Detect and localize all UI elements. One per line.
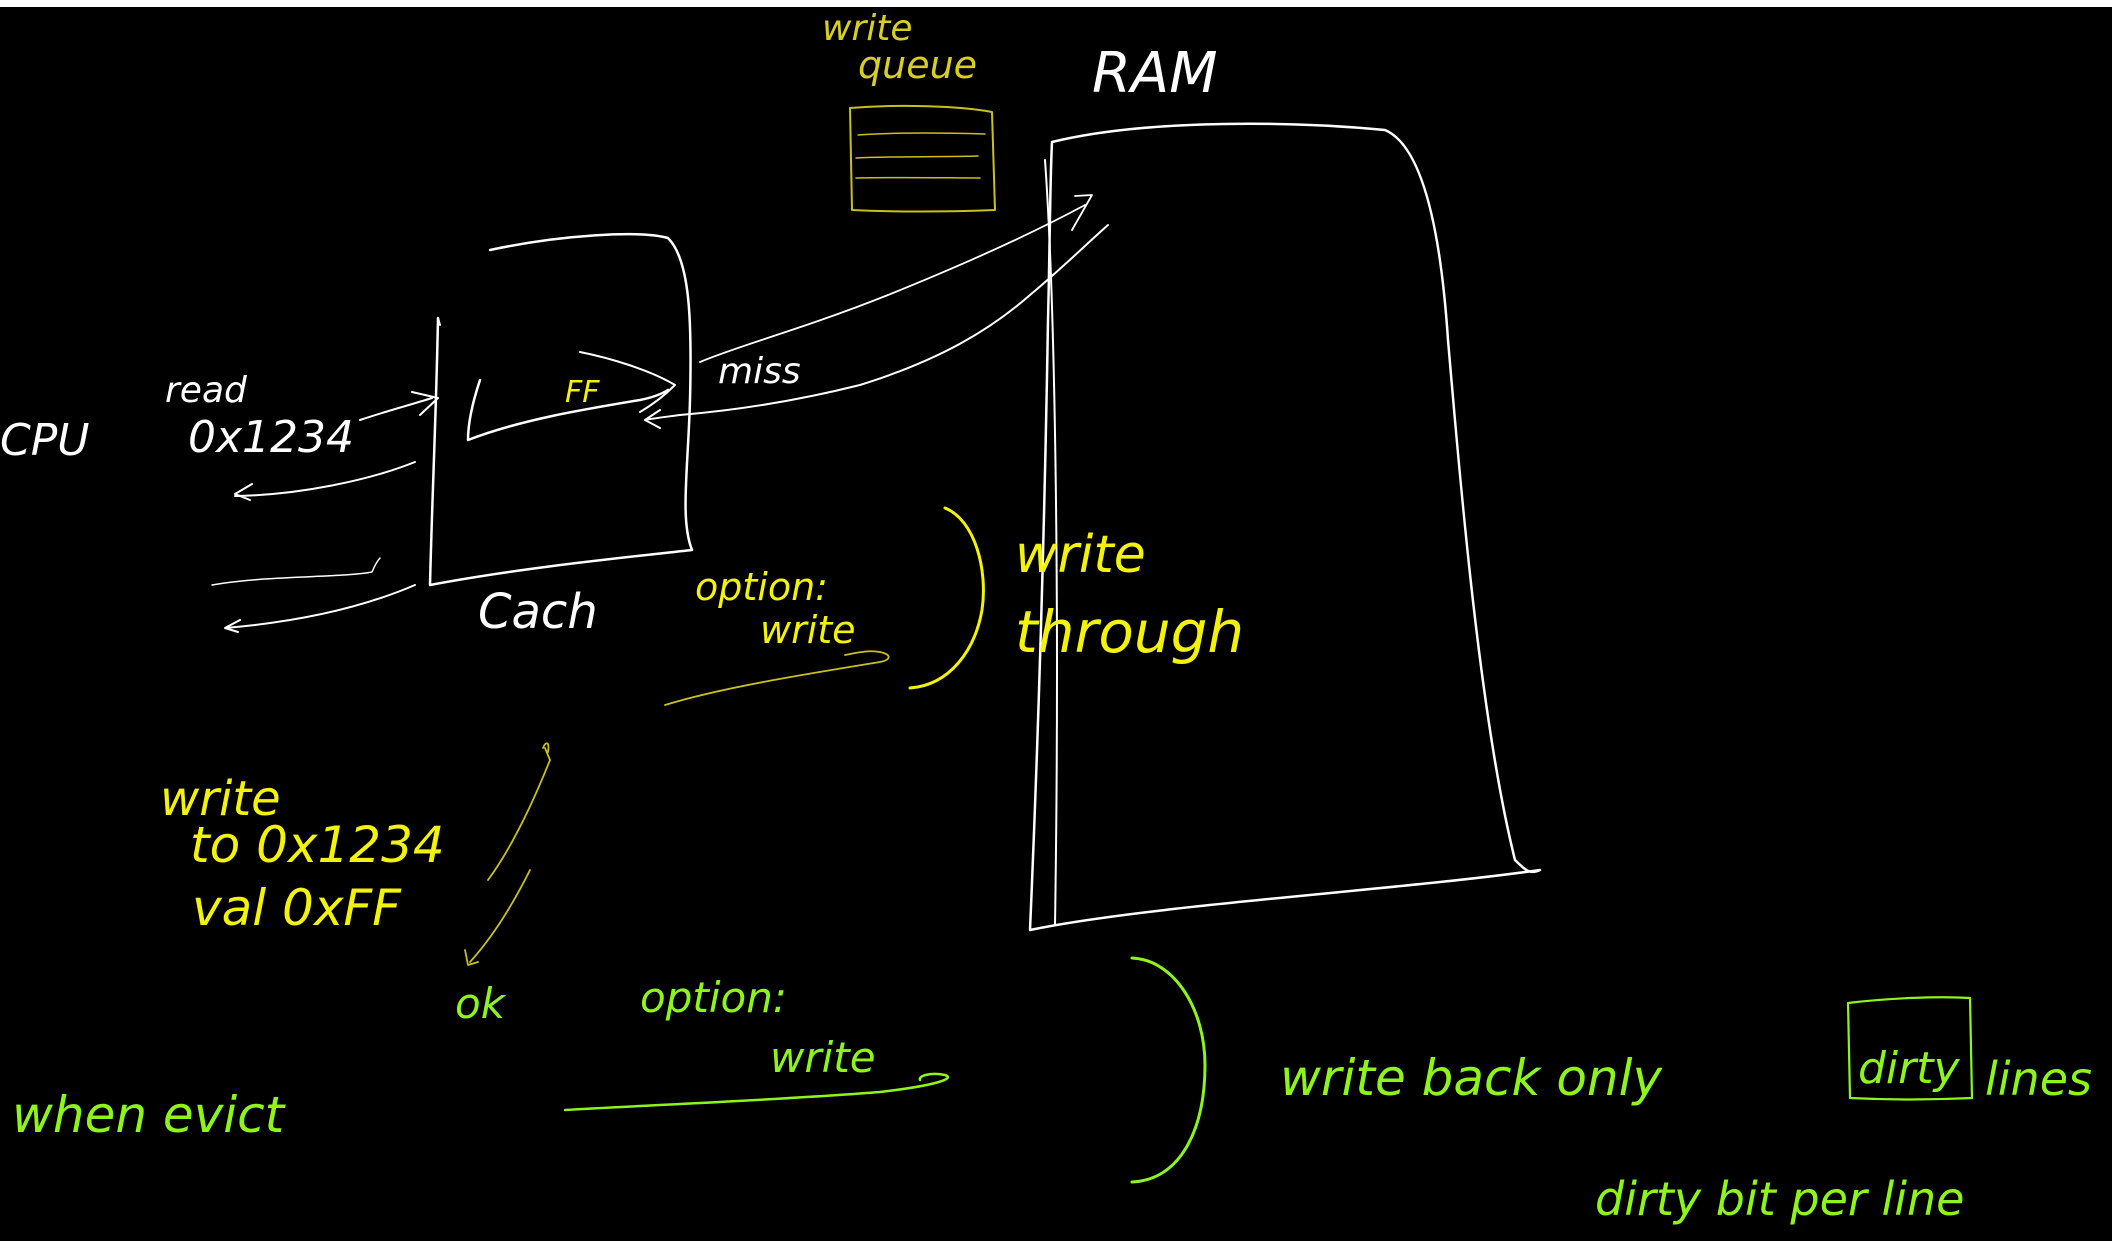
dirty-bit-per-line-label: dirty bit per line: [1595, 1172, 1964, 1226]
ram-to-cache-arrow: [644, 224, 1109, 429]
option-write-through-label-1: option:: [695, 565, 828, 609]
option-write-through-label-2: write: [760, 608, 856, 652]
miss-label: miss: [718, 351, 801, 392]
canvas-top-edge: [0, 0, 2112, 7]
read-arrow: [359, 391, 439, 421]
write-through-brace: [908, 506, 985, 690]
cache-box: [428, 233, 694, 587]
write-back-brace: [1130, 956, 1207, 1184]
ram-left-edge-inner: [1044, 159, 1058, 926]
option-write-back-underline: [563, 1072, 950, 1112]
write-through-label-1: write: [1015, 525, 1146, 585]
write-through-label-2: through: [1015, 598, 1244, 666]
cache-to-ram-arrow: [699, 194, 1093, 363]
dirty-label: dirty: [1858, 1043, 1960, 1094]
write-queue-label-1: write: [822, 8, 913, 49]
ok-label: ok: [455, 979, 507, 1028]
write-queue-line-1: [857, 132, 986, 136]
write-queue-label-2: queue: [858, 43, 977, 87]
write-command-label: write: [160, 771, 281, 827]
write-to-cache-arrow: [487, 742, 551, 881]
ram-label: RAM: [1092, 41, 1218, 106]
option-write-back-label-1: option:: [640, 973, 787, 1022]
lines-label: lines: [1985, 1052, 2092, 1106]
cache-line-shape: [466, 378, 670, 442]
cpu-label: CPU: [0, 415, 89, 466]
dirty-highlight-box: [1846, 996, 1974, 1101]
cache-lower-line-2: [224, 584, 416, 633]
read-address-label: 0x1234: [188, 412, 354, 463]
ok-return-arrow: [464, 869, 531, 966]
read-return-arrow: [234, 461, 416, 501]
write-val-label: val 0xFF: [192, 879, 402, 937]
option-write-underline: [664, 650, 890, 706]
cache-left-top-stroke: [437, 317, 441, 326]
write-queue-box: [849, 104, 996, 213]
cache-label: Cach: [478, 584, 598, 640]
when-evict-label: when evict: [12, 1086, 287, 1144]
cache-line-fill-arrow: [579, 351, 676, 413]
write-to-label: to 0x1234: [190, 816, 445, 874]
option-write-back-label-2: write: [770, 1033, 876, 1082]
write-back-only-label: write back only: [1280, 1049, 1663, 1107]
read-label: read: [165, 370, 248, 411]
cache-value-label: FF: [565, 375, 600, 410]
cache-lower-line-1: [211, 557, 381, 586]
ram-box: [1028, 122, 1542, 932]
write-queue-line-2: [855, 155, 979, 159]
